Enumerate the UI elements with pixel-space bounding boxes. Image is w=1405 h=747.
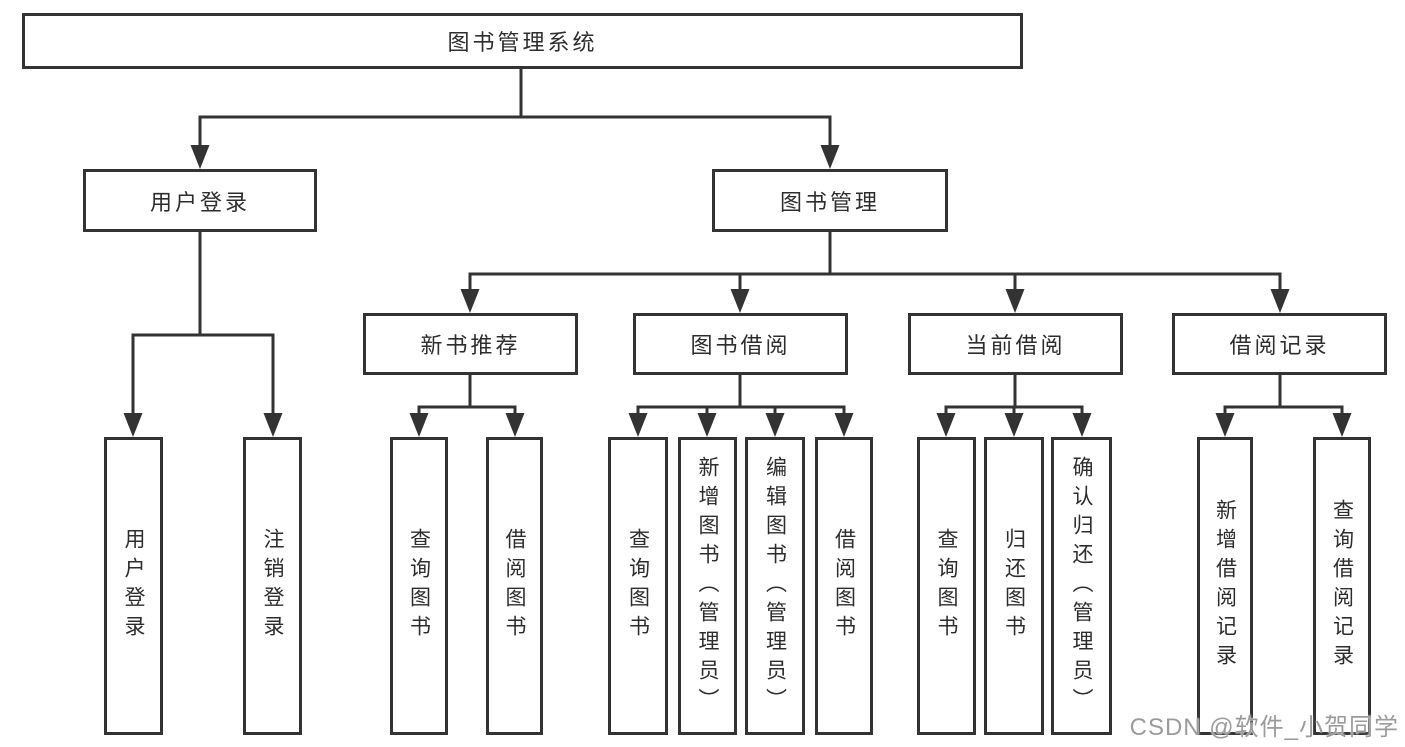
arrowhead-icon	[460, 289, 480, 313]
node-query-books-current: 查询图书	[917, 437, 976, 735]
node-new-book-recommend: 新书推荐	[363, 313, 578, 375]
node-return-books: 归还图书	[984, 437, 1044, 735]
node-user-login: 用户登录	[83, 169, 317, 232]
node-edit-book-admin: 编辑图书（管理员）	[745, 437, 805, 735]
node-current-borrowing: 当前借阅	[908, 313, 1123, 375]
arrowhead-icon	[936, 413, 956, 437]
node-book-management: 图书管理	[712, 169, 948, 232]
node-user-login-leaf: 用户登录	[104, 437, 163, 735]
arrowhead-icon	[730, 289, 750, 313]
arrowhead-icon	[820, 145, 840, 169]
watermark: CSDN @软件_小贺同学	[1129, 714, 1399, 741]
arrowhead-icon	[263, 413, 283, 437]
arrowhead-icon	[765, 413, 785, 437]
arrowhead-icon	[1215, 413, 1235, 437]
arrowhead-icon	[1270, 289, 1290, 313]
node-logout: 注销登录	[243, 437, 302, 735]
node-query-books-recommend: 查询图书	[390, 437, 448, 735]
node-borrowing-records: 借阅记录	[1172, 313, 1387, 375]
node-query-books-borrowing: 查询图书	[608, 437, 668, 735]
node-borrow-books-recommend: 借阅图书	[486, 437, 543, 735]
arrowhead-icon	[1072, 413, 1092, 437]
node-book-borrowing: 图书借阅	[633, 313, 848, 375]
node-add-borrow-record: 新增借阅记录	[1197, 437, 1253, 735]
node-add-book-admin: 新增图书（管理员）	[678, 437, 737, 735]
arrowhead-icon	[505, 413, 525, 437]
arrowhead-icon	[697, 413, 717, 437]
arrowhead-icon	[1332, 413, 1352, 437]
arrowhead-icon	[1004, 413, 1024, 437]
arrowhead-icon	[190, 145, 210, 169]
node-query-borrow-record: 查询借阅记录	[1313, 437, 1371, 735]
arrowhead-icon	[628, 413, 648, 437]
arrowhead-icon	[1005, 289, 1025, 313]
arrowhead-icon	[123, 413, 143, 437]
arrowhead-icon	[834, 413, 854, 437]
node-confirm-return-admin: 确认归还（管理员）	[1051, 437, 1112, 735]
arrowhead-icon	[409, 413, 429, 437]
node-borrow-books-borrowing: 借阅图书	[815, 437, 873, 735]
node-library-management-system: 图书管理系统	[22, 13, 1023, 69]
